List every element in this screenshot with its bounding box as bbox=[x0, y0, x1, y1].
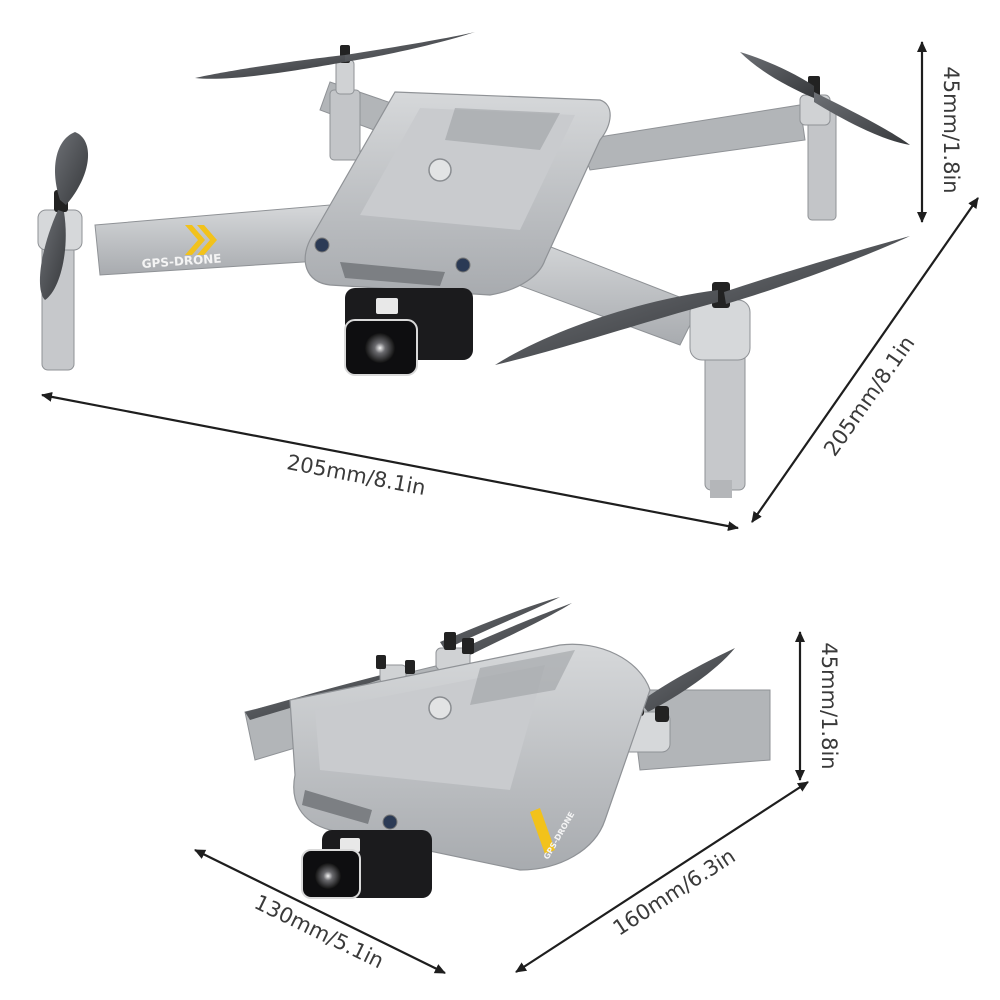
arm-brand-label: GPS-DRONE bbox=[141, 251, 222, 271]
dimension-label: 130mm/5.1in bbox=[251, 890, 388, 973]
dimension-height-unfolded: 45mm/1.8in bbox=[917, 41, 963, 223]
dimension-label: 160mm/6.3in bbox=[609, 844, 740, 941]
folded-front-grille bbox=[302, 790, 372, 824]
folded-body-mesh-vent bbox=[470, 650, 575, 705]
camera-lens-icon bbox=[365, 333, 395, 363]
folded-propeller bbox=[455, 603, 572, 660]
folded-propeller bbox=[640, 648, 735, 712]
drone-folded: GPS-DRONE bbox=[244, 597, 771, 899]
motor-front-right bbox=[689, 282, 751, 498]
folded-led-eye bbox=[382, 814, 398, 830]
folded-power-button-icon bbox=[428, 696, 452, 720]
front-grille bbox=[340, 262, 445, 286]
dimension-length-unfolded: 205mm/8.1in bbox=[41, 391, 739, 532]
propeller-rear-left bbox=[195, 55, 345, 79]
dimension-height-folded: 45mm/1.8in bbox=[795, 631, 841, 781]
dimension-label: 45mm/1.8in bbox=[939, 66, 963, 193]
folded-camera-lens-icon bbox=[315, 863, 341, 889]
arm-stripe bbox=[197, 225, 217, 255]
led-eye-right bbox=[455, 257, 471, 273]
folded-camera-gimbal bbox=[301, 830, 432, 899]
propeller-front-left bbox=[55, 132, 89, 205]
propeller-front-left bbox=[39, 210, 66, 300]
power-button-icon bbox=[428, 158, 452, 182]
drone-unfolded: GPS-DRONE bbox=[37, 32, 910, 498]
led-eye-left bbox=[314, 237, 330, 253]
propeller-front-right bbox=[495, 290, 718, 365]
body-mesh-vent bbox=[445, 108, 560, 150]
propeller-front-right bbox=[724, 236, 910, 304]
propeller-rear-right bbox=[740, 52, 814, 98]
dimension-label: 45mm/1.8in bbox=[817, 642, 841, 769]
propeller-rear-right bbox=[814, 92, 910, 145]
arm-rear-right bbox=[579, 104, 806, 171]
dimension-width-unfolded: 205mm/8.1in bbox=[751, 197, 979, 523]
folded-propeller bbox=[440, 597, 560, 650]
dimension-label: 205mm/8.1in bbox=[285, 450, 428, 500]
camera-gimbal bbox=[344, 288, 473, 376]
arm-stripe bbox=[185, 225, 205, 255]
propeller-rear-left bbox=[345, 32, 475, 62]
dimension-label: 205mm/8.1in bbox=[819, 332, 919, 461]
